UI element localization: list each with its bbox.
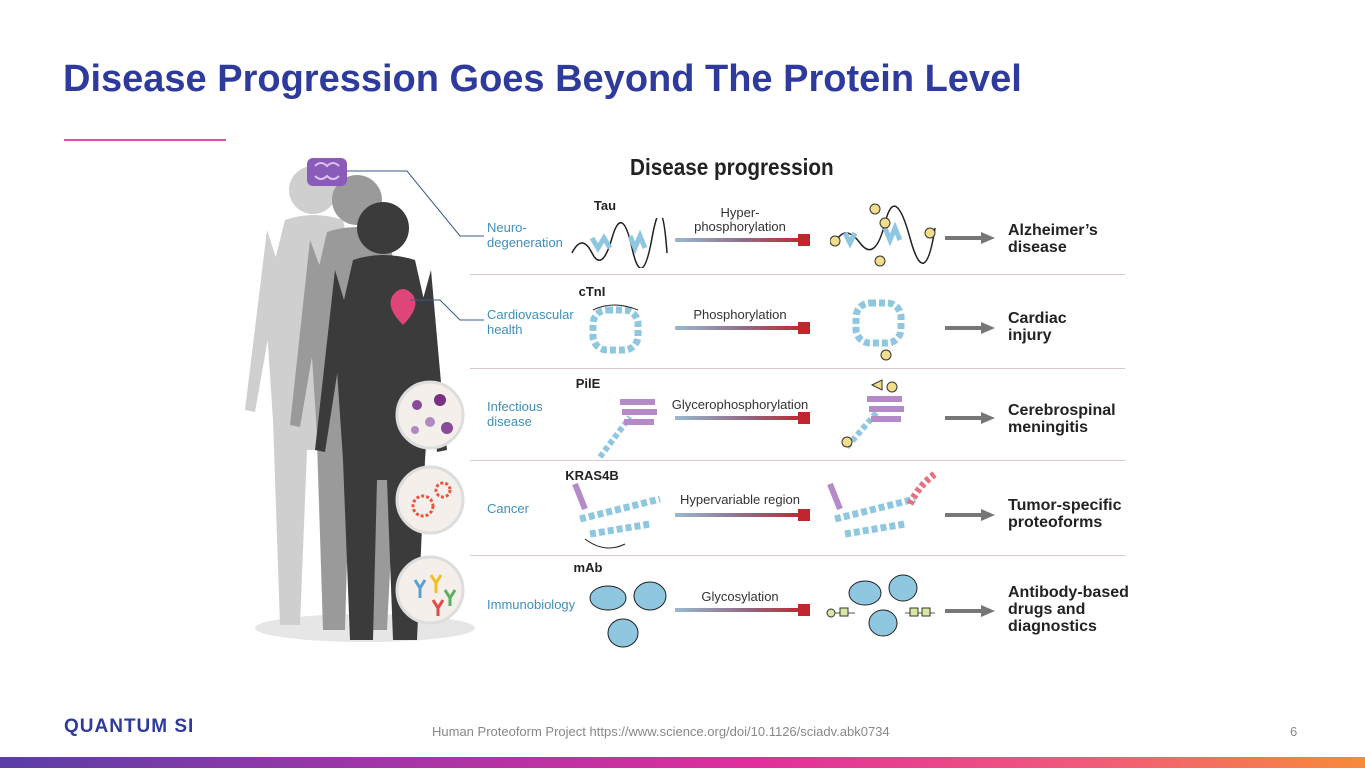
protein-name: KRAS4B [565, 468, 619, 483]
row-divider [470, 368, 1125, 369]
title-underline [64, 139, 226, 141]
modified-protein-icon [841, 379, 904, 449]
modified-protein-icon [826, 574, 935, 637]
slide-title: Disease Progression Goes Beyond The Prot… [63, 58, 1022, 100]
outcome-label: Cerebrospinal meningitis [1008, 402, 1116, 436]
progression-bar [675, 238, 803, 242]
row-divider [470, 274, 1125, 275]
outcome-label: Alzheimer’s disease [1008, 222, 1098, 256]
leader-lines [347, 170, 484, 321]
progression-bar-end [798, 234, 810, 246]
category-label: Immunobiology [487, 597, 576, 612]
process-label: Hyper- phosphorylation [694, 205, 786, 234]
category-label: Cancer [487, 501, 529, 516]
protein-name: Tau [593, 198, 617, 213]
modified-protein-icon [827, 471, 938, 538]
figure-title: Disease progression [630, 154, 834, 180]
outcome-label: Tumor-specific proteoforms [1008, 497, 1122, 531]
process-label: Glycosylation [701, 589, 779, 604]
gradient-footer-bar [0, 757, 1365, 768]
process-label: Hypervariable region [680, 492, 800, 507]
category-label: Cardiovascular health [487, 307, 574, 337]
protein-name: PilE [575, 376, 601, 391]
row-divider [470, 460, 1125, 461]
result-arrow-icon [945, 232, 995, 244]
result-arrow-icon [945, 509, 995, 521]
protein-name: cTnI [578, 284, 606, 299]
result-arrow-icon [945, 322, 995, 334]
quantum-si-logo: QUANTUM SI [64, 716, 195, 737]
brain-icon [307, 158, 347, 186]
protein-structure-icon [589, 304, 642, 354]
progression-bar [675, 326, 803, 330]
protein-name: mAb [573, 560, 603, 575]
process-label: Glycerophosphorylation [671, 397, 809, 412]
progression-bar-end [798, 604, 810, 616]
result-arrow-icon [945, 412, 995, 424]
antibody-circle-icon [395, 555, 465, 625]
modified-protein-icon [830, 203, 936, 267]
progression-bar-end [798, 509, 810, 521]
result-arrow-icon [945, 605, 995, 617]
category-label: Infectious disease [487, 399, 543, 429]
progression-bar-end [798, 322, 810, 334]
process-label: Phosphorylation [693, 307, 787, 322]
protein-structure-icon [571, 218, 668, 268]
bacteria-circle-icon [395, 380, 465, 450]
citation: Human Proteoform Project https://www.sci… [432, 724, 890, 739]
progression-bar [675, 513, 803, 517]
page-number: 6 [1290, 724, 1298, 739]
row-neurodegeneration: Neuro- degeneration Tau Hyper- phosphory… [470, 188, 1125, 280]
progression-bar [675, 416, 803, 420]
row-cancer: Cancer KRAS4B Hypervariable region Tumor… [470, 464, 1125, 556]
cancer-cell-circle-icon [395, 465, 465, 535]
outcome-label: Antibody-based drugs and diagnostics [1008, 584, 1129, 635]
heart-icon [390, 289, 416, 325]
row-divider [470, 555, 1125, 556]
row-immunobiology: Immunobiology mAb Glycosylation Antibody… [470, 558, 1129, 650]
progression-bar [675, 608, 803, 612]
human-silhouettes-illustration [245, 158, 475, 642]
protein-structure-icon [589, 581, 667, 648]
progression-bar-end [798, 412, 810, 424]
category-label: Neuro- degeneration [487, 220, 563, 250]
row-infectious-disease: Infectious disease PilE Glycerophosphory… [470, 372, 1125, 464]
protein-structure-icon [597, 399, 657, 459]
modified-protein-icon [852, 299, 905, 361]
row-cardiovascular: Cardiovascular health cTnI Phosphorylati… [470, 280, 1125, 372]
outcome-label: Cardiac injury [1008, 310, 1067, 344]
protein-structure-icon [572, 482, 661, 549]
